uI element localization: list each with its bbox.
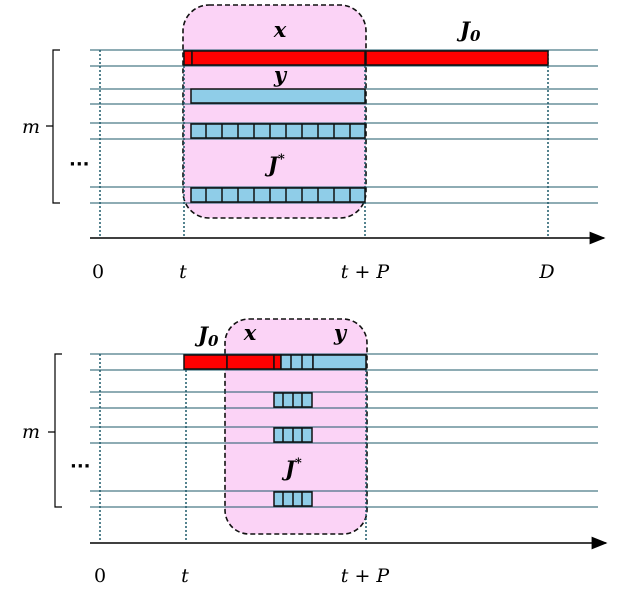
bottom-segmented-block-1 xyxy=(273,392,313,408)
top-dotted-verticals xyxy=(99,50,549,238)
bottom-label-y: y xyxy=(333,320,348,345)
bottom-axis-label-t: t xyxy=(181,565,189,587)
bottom-red-J0-piece xyxy=(183,354,228,370)
bottom-machines-bracket xyxy=(48,353,62,508)
bottom-red-x-piece xyxy=(226,354,275,370)
top-label-Jstar-sup: * xyxy=(278,152,285,167)
bottom-axis-label-tP: t + P xyxy=(341,565,391,587)
top-label-y: y xyxy=(273,62,288,87)
bottom-dotted-verticals xyxy=(99,354,367,542)
top-diagram: x J0 y J* m ··· 0 t t + P D xyxy=(22,4,606,283)
top-red-small-piece xyxy=(183,50,193,66)
bottom-axis-label-zero: 0 xyxy=(94,565,106,587)
top-job-red xyxy=(183,50,549,66)
top-red-x-piece xyxy=(191,50,366,66)
bottom-machine-lines xyxy=(90,353,598,508)
bottom-blue-segments xyxy=(280,354,314,370)
top-segmented-bar-2 xyxy=(190,187,366,203)
top-label-J0-sub: 0 xyxy=(470,27,481,45)
bottom-label-m: m xyxy=(22,421,40,443)
bottom-diagram: J0 x y J* m ··· 0 t t + P xyxy=(22,318,608,587)
bottom-job-row xyxy=(183,354,367,370)
top-label-x: x xyxy=(273,17,287,42)
top-axis-label-t: t xyxy=(179,261,187,283)
top-axis-label-tP: t + P xyxy=(341,261,391,283)
top-machines-bracket xyxy=(46,49,60,204)
top-segmented-bar-1 xyxy=(190,123,366,139)
bottom-segmented-block-2 xyxy=(273,427,313,443)
top-label-dots: ··· xyxy=(69,154,90,175)
top-axis-label-D: D xyxy=(538,261,554,283)
top-label-Jstar: J* xyxy=(264,152,285,177)
top-label-m: m xyxy=(22,116,40,138)
bottom-label-x: x xyxy=(243,320,257,345)
bottom-label-Jstar: J* xyxy=(281,456,302,481)
bottom-label-dots: ··· xyxy=(70,456,91,477)
bottom-segmented-block-3 xyxy=(273,491,313,507)
bottom-label-J0: J0 xyxy=(194,322,219,350)
top-job-y-bar xyxy=(190,88,366,104)
bottom-label-Jstar-sup: * xyxy=(295,456,302,471)
top-red-J0-piece xyxy=(365,50,549,66)
top-label-J0: J0 xyxy=(456,17,481,45)
bottom-blue-y-piece xyxy=(312,354,367,370)
bottom-label-J0-sub: 0 xyxy=(208,332,219,350)
top-axis-label-zero: 0 xyxy=(92,261,104,283)
bottom-red-small-piece xyxy=(273,354,282,370)
